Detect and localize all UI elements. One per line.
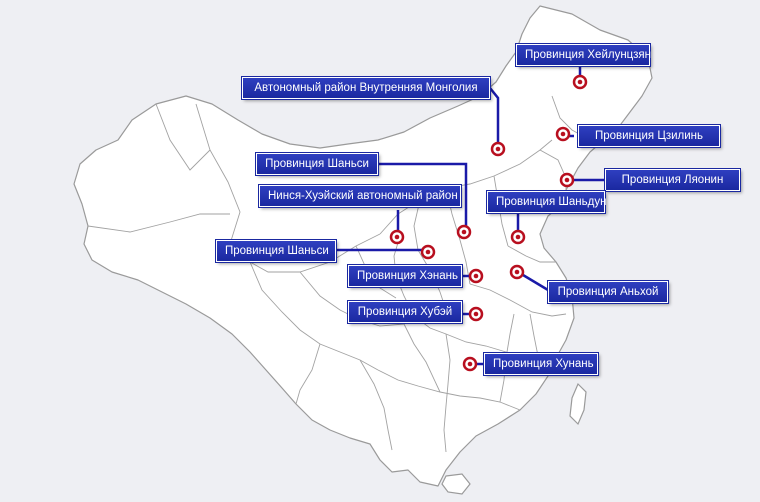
hainan-outline	[441, 473, 471, 495]
marker-henan[interactable]	[468, 268, 484, 284]
marker-hunan[interactable]	[462, 356, 478, 372]
label-heilongjiang[interactable]: Провинция Хейлунцзян	[516, 44, 651, 66]
label-shaanxi[interactable]: Провинция Шаньси	[216, 240, 336, 262]
label-shandong[interactable]: Провинция Шаньдун	[487, 191, 606, 213]
marker-inner-mongolia[interactable]	[490, 141, 506, 157]
marker-shaanxi[interactable]	[420, 244, 436, 260]
marker-jilin[interactable]	[555, 126, 571, 142]
markers	[389, 74, 588, 372]
marker-ningxia[interactable]	[389, 229, 405, 245]
marker-hubei[interactable]	[468, 306, 484, 322]
label-jilin[interactable]: Провинция Цзилинь	[578, 125, 720, 147]
label-hunan[interactable]: Провинция Хунань	[484, 353, 598, 375]
taiwan-outline	[569, 382, 587, 426]
marker-shandong[interactable]	[510, 229, 526, 245]
label-ningxia[interactable]: Нинся-Хуэйский автономный район	[259, 185, 461, 207]
label-henan[interactable]: Провинция Хэнань	[348, 265, 462, 287]
marker-liaoning[interactable]	[559, 172, 575, 188]
marker-shanxi[interactable]	[456, 224, 472, 240]
label-hubei[interactable]: Провинция Хубэй	[348, 301, 462, 323]
marker-heilongjiang[interactable]	[572, 74, 588, 90]
label-anhui[interactable]: Провинция Аньхой	[548, 281, 668, 303]
marker-anhui[interactable]	[509, 264, 525, 280]
label-shanxi[interactable]: Провинция Шаньси	[256, 153, 378, 175]
label-liaoning[interactable]: Провинция Ляонин	[605, 169, 740, 191]
label-inner-mongolia[interactable]: Автономный район Внутренняя Монголия	[242, 77, 490, 99]
